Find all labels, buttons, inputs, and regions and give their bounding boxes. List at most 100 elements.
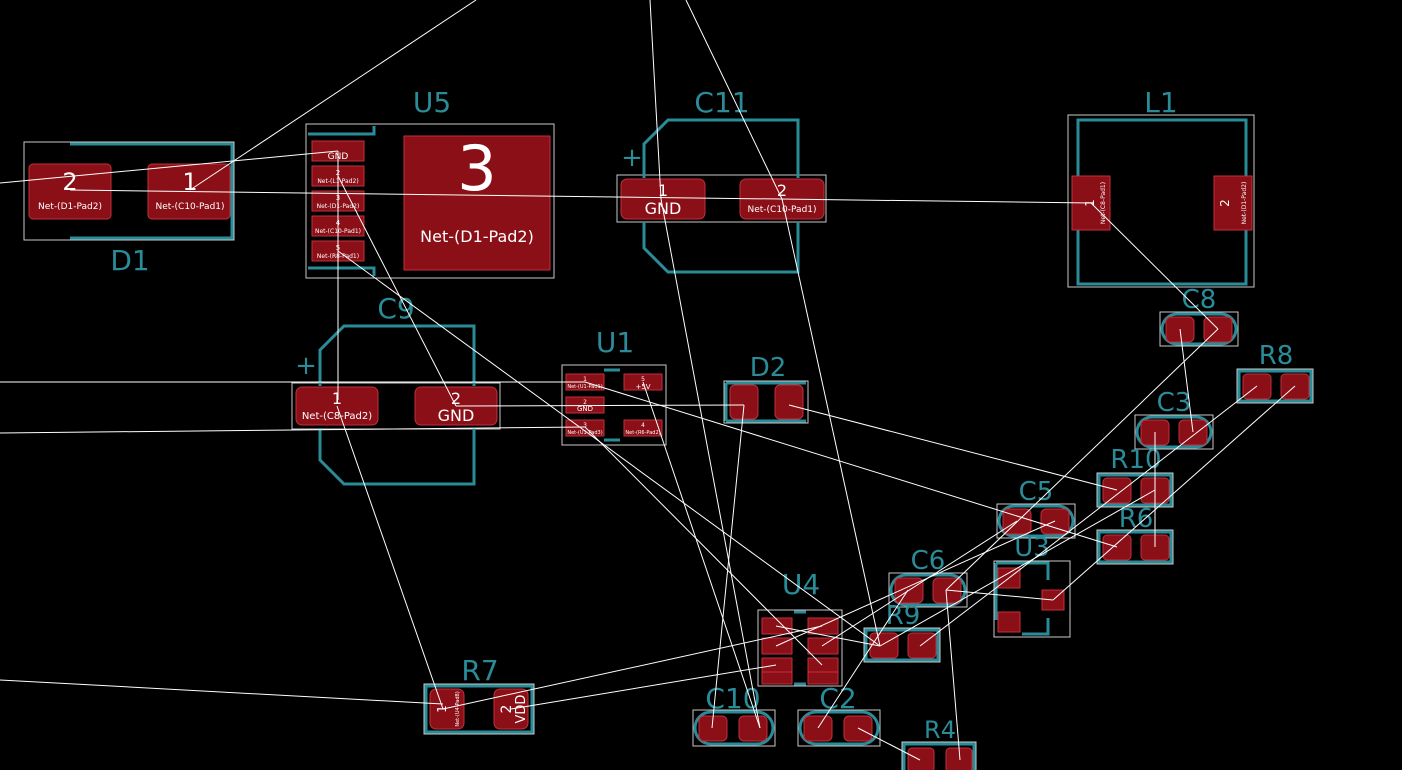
pad-c11-1[interactable] [620,178,706,220]
ratsnest-line [788,404,1118,491]
pad-number: 2 [451,389,461,408]
footprint-r6[interactable]: R6 [1096,504,1174,565]
ratsnest-line [685,0,783,200]
pad-number: 1 [435,705,449,713]
footprint-r9[interactable]: R9 [863,601,941,663]
pad-number: 2 [583,399,587,406]
ratsnest-line [336,405,444,710]
footprint-u5[interactable]: 3 Net-(D1-Pad2) GND 2 Net-(L1-Pad2) 3 Ne… [305,86,555,279]
ratsnest-line [337,250,881,647]
pad-number: 2 [499,705,515,714]
ratsnest-line [945,589,961,761]
ratsnest-line [1179,328,1194,433]
ratsnest-line [821,520,1018,647]
ratsnest-line [945,589,1054,601]
footprint-c8[interactable]: C8 [1159,285,1239,347]
pad-d2-1[interactable] [729,384,759,420]
footprint-r10[interactable]: R10 [1096,445,1174,508]
ratsnest-line [69,189,1092,204]
pad-net-label: GND [577,405,593,413]
pad-d1-2[interactable] [28,163,112,220]
pad-net-label: VDD [514,695,529,724]
pad-r6-1[interactable] [1102,534,1132,561]
footprint-d1[interactable]: 2 Net-(D1-Pad2) 1 Net-(C10-Pad1) D1 [23,141,235,277]
pad-number: 3 [457,132,496,205]
ratsnest-line [584,426,823,666]
reference-designator: R8 [1259,341,1294,371]
polarity-mark: + [621,143,643,173]
ratsnest-line [1008,385,1258,579]
ratsnest-line [857,727,921,761]
footprint-c6[interactable]: C6 [888,546,968,608]
footprint-c11[interactable]: + 1 GND 2 Net-(C10-Pad1) C11 [616,86,827,274]
reference-designator: U1 [596,326,634,359]
reference-designator: C3 [1157,388,1192,418]
footprint-c10[interactable]: C10 [692,682,776,747]
footprint-d2[interactable]: D2 [723,353,809,424]
ratsnest-line [879,489,1156,647]
ratsnest-line [584,381,1118,548]
reference-designator: R6 [1119,504,1154,534]
polarity-mark: + [295,351,317,381]
footprint-c9[interactable]: + 1 Net-(C8-Pad2) 2 GND C9 [291,292,501,486]
pad-net-label: Net-(U4-Pad8) [455,691,461,726]
pad-c3-2[interactable] [1178,419,1208,446]
ratsnest-line [649,0,662,200]
footprint-u1[interactable]: 1 Net-(U1-Pad1) 2 GND 3 Net-(U1-Pad3) 5 … [561,326,667,446]
ratsnest-line [189,0,477,191]
ratsnest-line [510,664,777,710]
footprint-c2[interactable]: C2 [797,682,881,747]
ratsnest [0,0,1296,761]
pad-r9-1[interactable] [869,632,899,659]
ratsnest-line [817,589,909,729]
pad-net-label: Net-(U1-Pad3) [567,430,602,436]
pad-number: 3 [583,422,587,429]
pad-d2-2[interactable] [774,384,804,420]
footprint-r7[interactable]: 1 Net-(U4-Pad8) 2 VDD R7 [423,654,535,735]
pad-number: 2 [777,181,787,200]
reference-designator: C2 [819,682,856,715]
pad-net-label: Net-(D1-Pad2) [38,202,102,212]
footprint-r4[interactable]: R4 [901,716,977,770]
ratsnest-line [711,404,745,729]
ratsnest-line [0,150,339,184]
footprint-l1[interactable]: 1 Net-(C8-Pad1) 2 Net-(D1-Pad2) L1 [1067,86,1255,288]
pad-r4-1[interactable] [907,747,935,770]
ratsnest-line [0,679,444,705]
reference-designator: U3 [1014,533,1050,563]
pad-u4-7[interactable] [807,637,839,655]
pad-net-label: Net-(R6-Pad2) [625,430,660,436]
pad-c2-1[interactable] [803,715,833,742]
pad-u4-5[interactable] [807,671,839,685]
pad-number: 5 [641,376,645,383]
footprint-u3[interactable]: U3 [993,533,1071,638]
ratsnest-line [1052,385,1296,601]
footprint-c5[interactable]: C5 [996,477,1076,539]
pad-net-label: Net-(C8-Pad2) [302,411,372,422]
pad-net-label: Net-(D1-Pad2) [1241,182,1248,225]
pad-u5-tab[interactable] [403,135,551,271]
pad-number: 1 [332,389,342,408]
footprint-r8[interactable]: R8 [1236,341,1314,404]
pad-u3-2[interactable] [997,611,1021,633]
pad-r10-1[interactable] [1102,477,1132,504]
ratsnest-line [642,381,761,729]
footprint-c3[interactable]: C3 [1134,388,1214,450]
pad-number: 2 [62,168,77,196]
pad-c10-2[interactable] [738,715,768,742]
pad-l1-2[interactable] [1213,175,1253,231]
pad-net-label: Net-(D1-Pad2) [420,227,534,246]
pad-net-label: GND [438,406,475,425]
pad-u1-4[interactable] [623,419,663,437]
pad-net-label: Net-(C8-Pad1) [1100,182,1107,224]
pad-number: 1 [583,376,587,383]
ratsnest-line [455,404,745,407]
pad-number: 1 [182,168,197,196]
pad-r7-1[interactable] [429,688,465,730]
pad-net-label: Net-(U1-Pad1) [567,384,602,390]
pad-u4-4[interactable] [761,671,793,685]
footprint-u4[interactable]: U4 [757,568,843,687]
pad-net-label: Net-(C10-Pad1) [747,205,816,215]
ratsnest-line [1090,202,1219,330]
